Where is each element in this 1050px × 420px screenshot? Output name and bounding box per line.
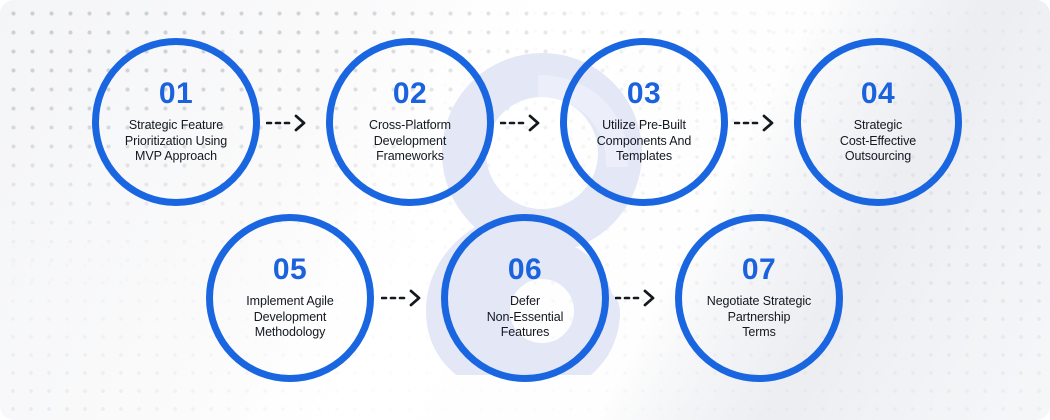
step-caption-03: Utilize Pre-Built Components And Templat… [596,117,692,164]
step-node-01[interactable]: 01 Strategic Feature Prioritization Usin… [92,38,260,206]
step-number-07: 07 [741,252,777,286]
step-number-03: 03 [626,76,662,110]
step-node-06[interactable]: 06 Defer Non-Essential Features [441,214,609,382]
step-caption-05: Implement Agile Development Methodology [246,293,334,340]
step-number-05: 05 [272,252,308,286]
step-caption-01: Strategic Feature Prioritization Using M… [124,117,228,164]
step-node-04[interactable]: 04 Strategic Cost-Effective Outsourcing [794,38,962,206]
step-node-05[interactable]: 05 Implement Agile Development Methodolo… [206,214,374,382]
step-node-03[interactable]: 03 Utilize Pre-Built Components And Temp… [560,38,728,206]
step-caption-07: Negotiate Strategic Partnership Terms [706,293,812,340]
step-caption-04: Strategic Cost-Effective Outsourcing [839,117,917,164]
step-caption-02: Cross-Platform Development Frameworks [369,117,451,164]
step-number-04: 04 [860,76,896,110]
step-number-02: 02 [392,76,428,110]
step-node-07[interactable]: 07 Negotiate Strategic Partnership Terms [675,214,843,382]
step-caption-06: Defer Non-Essential Features [486,293,564,340]
step-number-01: 01 [158,76,194,110]
step-number-06: 06 [507,252,543,286]
step-node-02[interactable]: 02 Cross-Platform Development Frameworks [326,38,494,206]
